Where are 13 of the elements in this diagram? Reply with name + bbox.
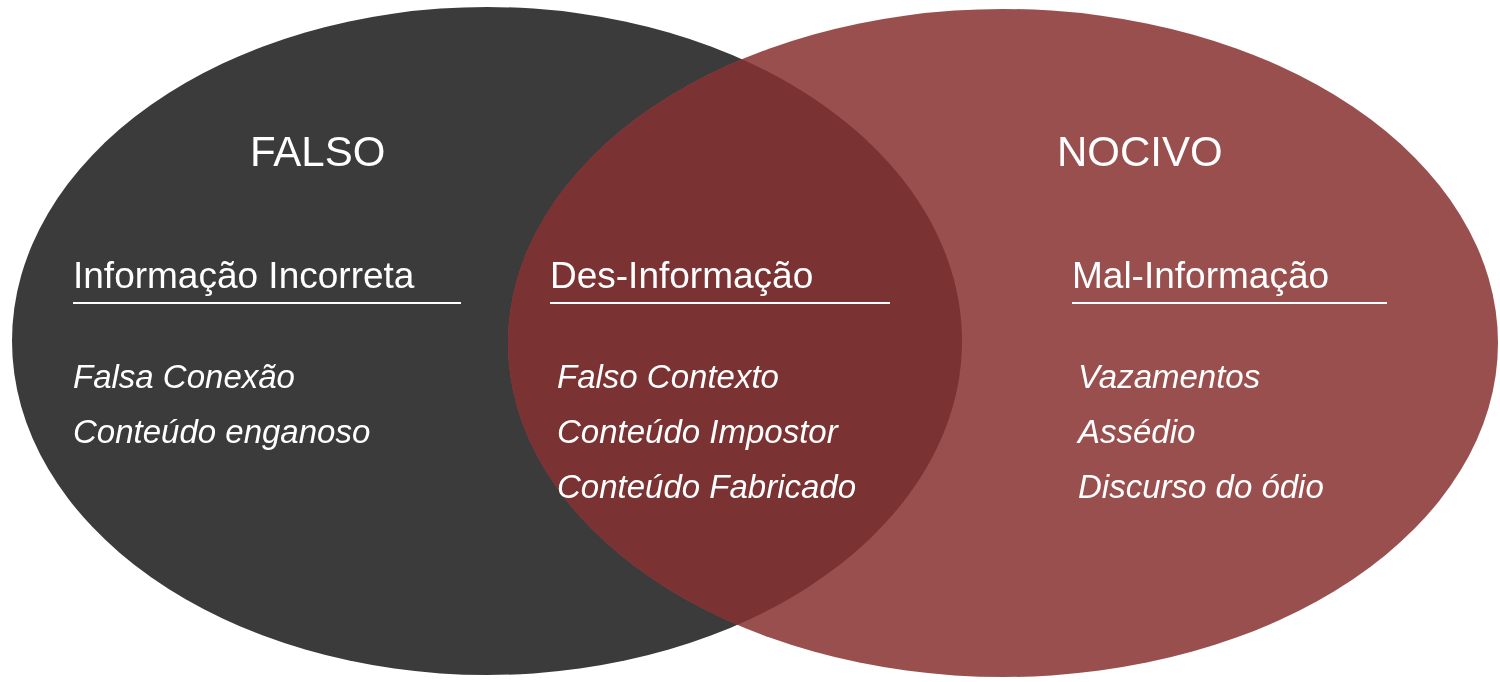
list-item: Falso Contexto [557,358,779,396]
list-item: Discurso do ódio [1078,468,1324,506]
list-item: Vazamentos [1078,358,1261,396]
list-item: Conteúdo enganoso [73,413,371,451]
list-item: Conteúdo Fabricado [557,468,857,506]
set-title: NOCIVO [1057,128,1223,177]
section-heading: Des-Informação [550,255,890,304]
list-item: Assédio [1078,413,1196,451]
list-item: Conteúdo Impostor [557,413,838,451]
list-item: Falsa Conexão [73,358,295,396]
set-title: FALSO [250,128,386,177]
section-heading: Mal-Informação [1072,255,1387,304]
section-heading: Informação Incorreta [73,255,461,304]
